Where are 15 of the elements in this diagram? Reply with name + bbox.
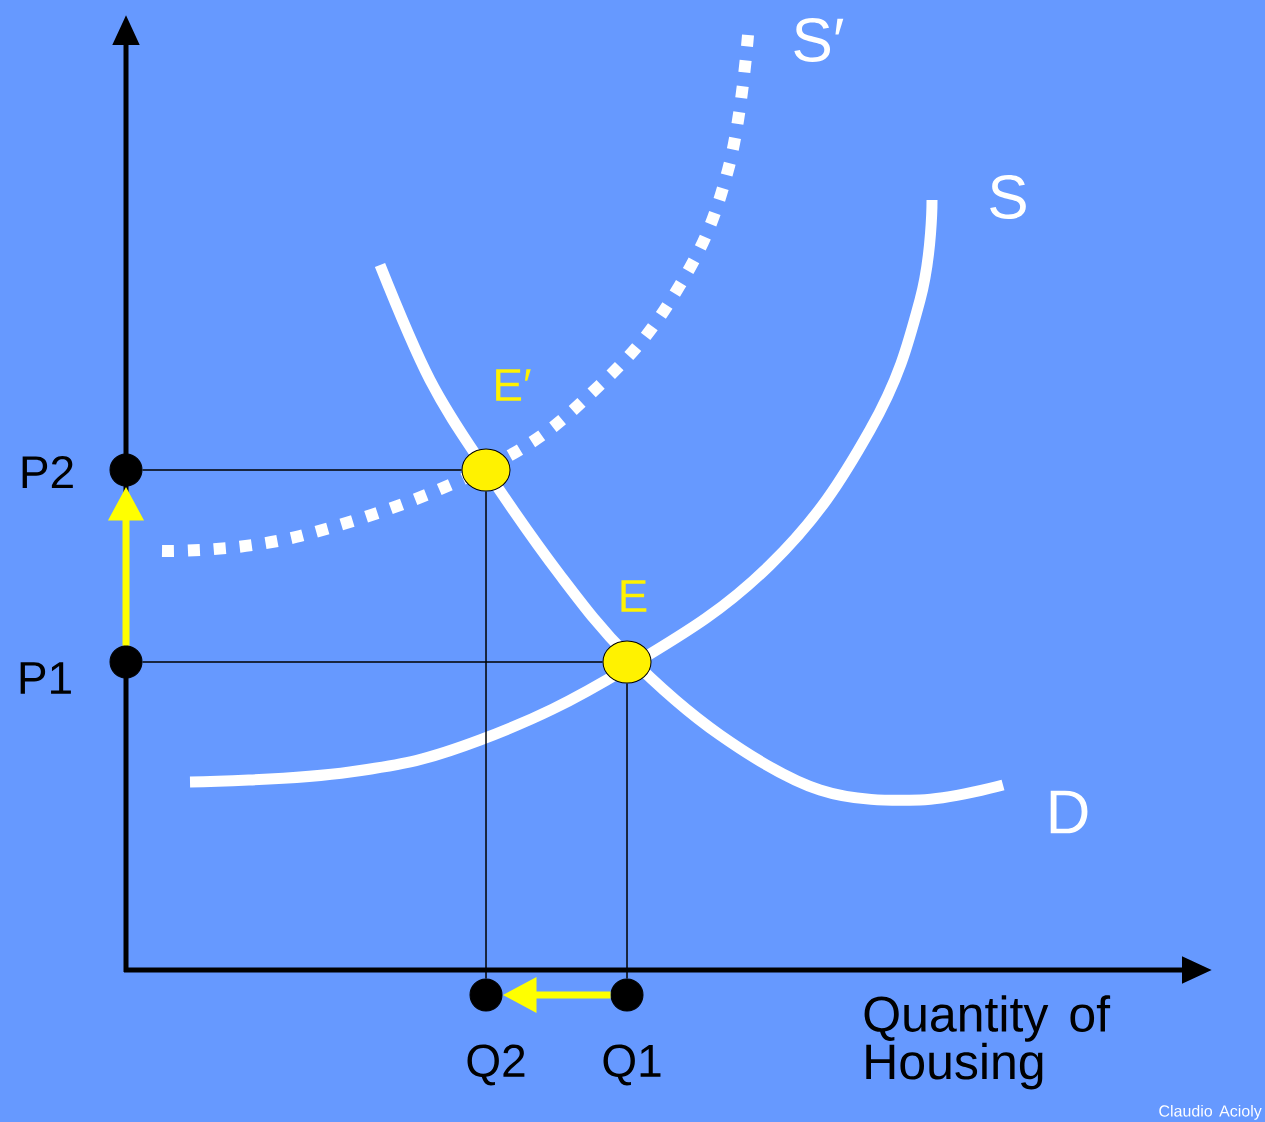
guide-line — [485, 490, 487, 980]
guide-line — [626, 682, 628, 980]
point-label: Q2 — [467, 1044, 525, 1086]
curve-label: S′ — [794, 18, 844, 62]
guide-line — [141, 469, 463, 471]
point-label: E — [621, 580, 647, 612]
curve-label: D — [1050, 790, 1088, 834]
point-label: Q1 — [603, 1044, 661, 1086]
axis-label: Quantity of Housing — [864, 995, 1111, 1090]
guide-line — [141, 661, 604, 663]
point-label: P1 — [20, 662, 71, 694]
point-label: P2 — [22, 455, 73, 489]
point-label: E′ — [496, 369, 531, 401]
curve-label: S — [990, 175, 1026, 219]
credit-text: Claudio Acioly — [1159, 1104, 1262, 1120]
